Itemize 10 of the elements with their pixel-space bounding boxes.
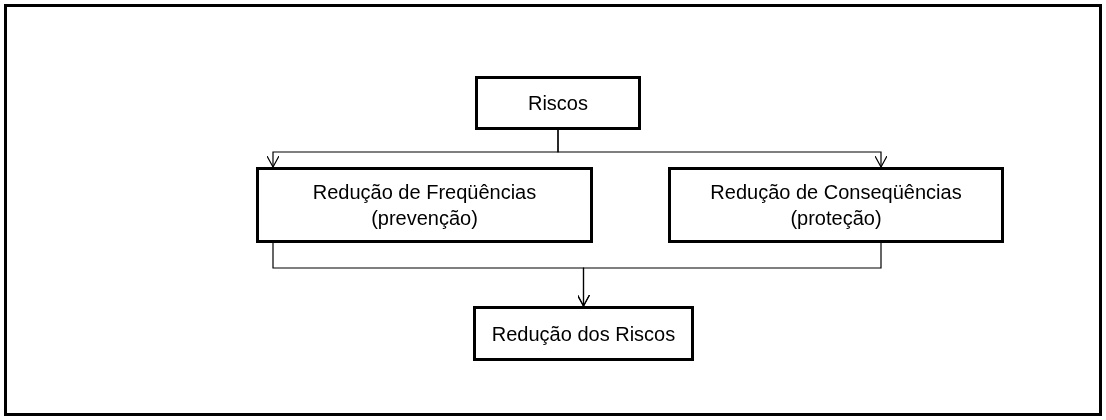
box-label: Redução dos Riscos <box>490 321 677 347</box>
box-label: Riscos <box>527 91 589 116</box>
process-box <box>668 167 1004 243</box>
box-label: Redução de Conseqüências (proteção) <box>709 180 963 231</box>
process-box <box>473 306 694 361</box>
connector-arrow <box>576 242 882 307</box>
box-label: Redução de Freqüências (prevenção) <box>311 180 538 231</box>
process-box <box>475 76 641 130</box>
connector-arrow <box>557 129 888 168</box>
process-box <box>256 167 593 243</box>
